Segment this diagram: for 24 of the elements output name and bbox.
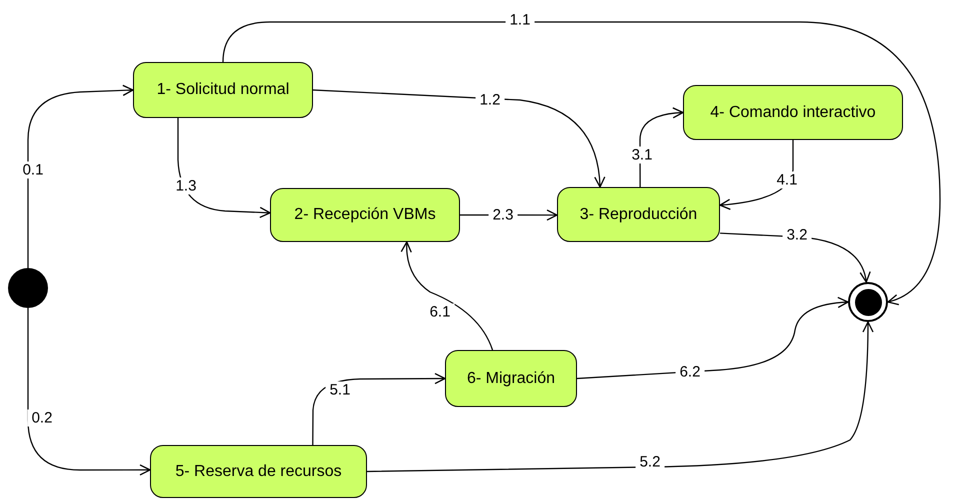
state-box <box>150 445 367 498</box>
state-label: 4- Comando interactivo <box>710 104 876 122</box>
state-label: 6- Migración <box>466 370 556 388</box>
state-box <box>445 350 577 407</box>
transition-arrow <box>27 308 151 476</box>
transition-arrow <box>222 21 941 304</box>
transition-arrow <box>312 372 446 445</box>
state-box <box>683 85 903 140</box>
state-label: 1- Solicitud normal <box>156 81 290 99</box>
transition-arrow <box>367 321 874 472</box>
state-label: 2- Recepción VBMs <box>294 206 436 224</box>
state-label: 3- Reproducción <box>580 206 698 224</box>
state-box <box>557 187 720 242</box>
state-label: 5- Reserva de recursos <box>175 462 342 480</box>
state-box <box>270 188 460 242</box>
transition-arrow <box>576 297 849 380</box>
transition-arrow <box>400 241 494 350</box>
edge-label: 5.2 <box>636 454 664 470</box>
transition-arrow <box>27 84 134 268</box>
state-box <box>133 62 313 118</box>
final-state <box>848 282 888 322</box>
transition-arrow <box>177 118 271 218</box>
initial-state <box>8 268 48 308</box>
transition-arrow <box>312 89 605 188</box>
